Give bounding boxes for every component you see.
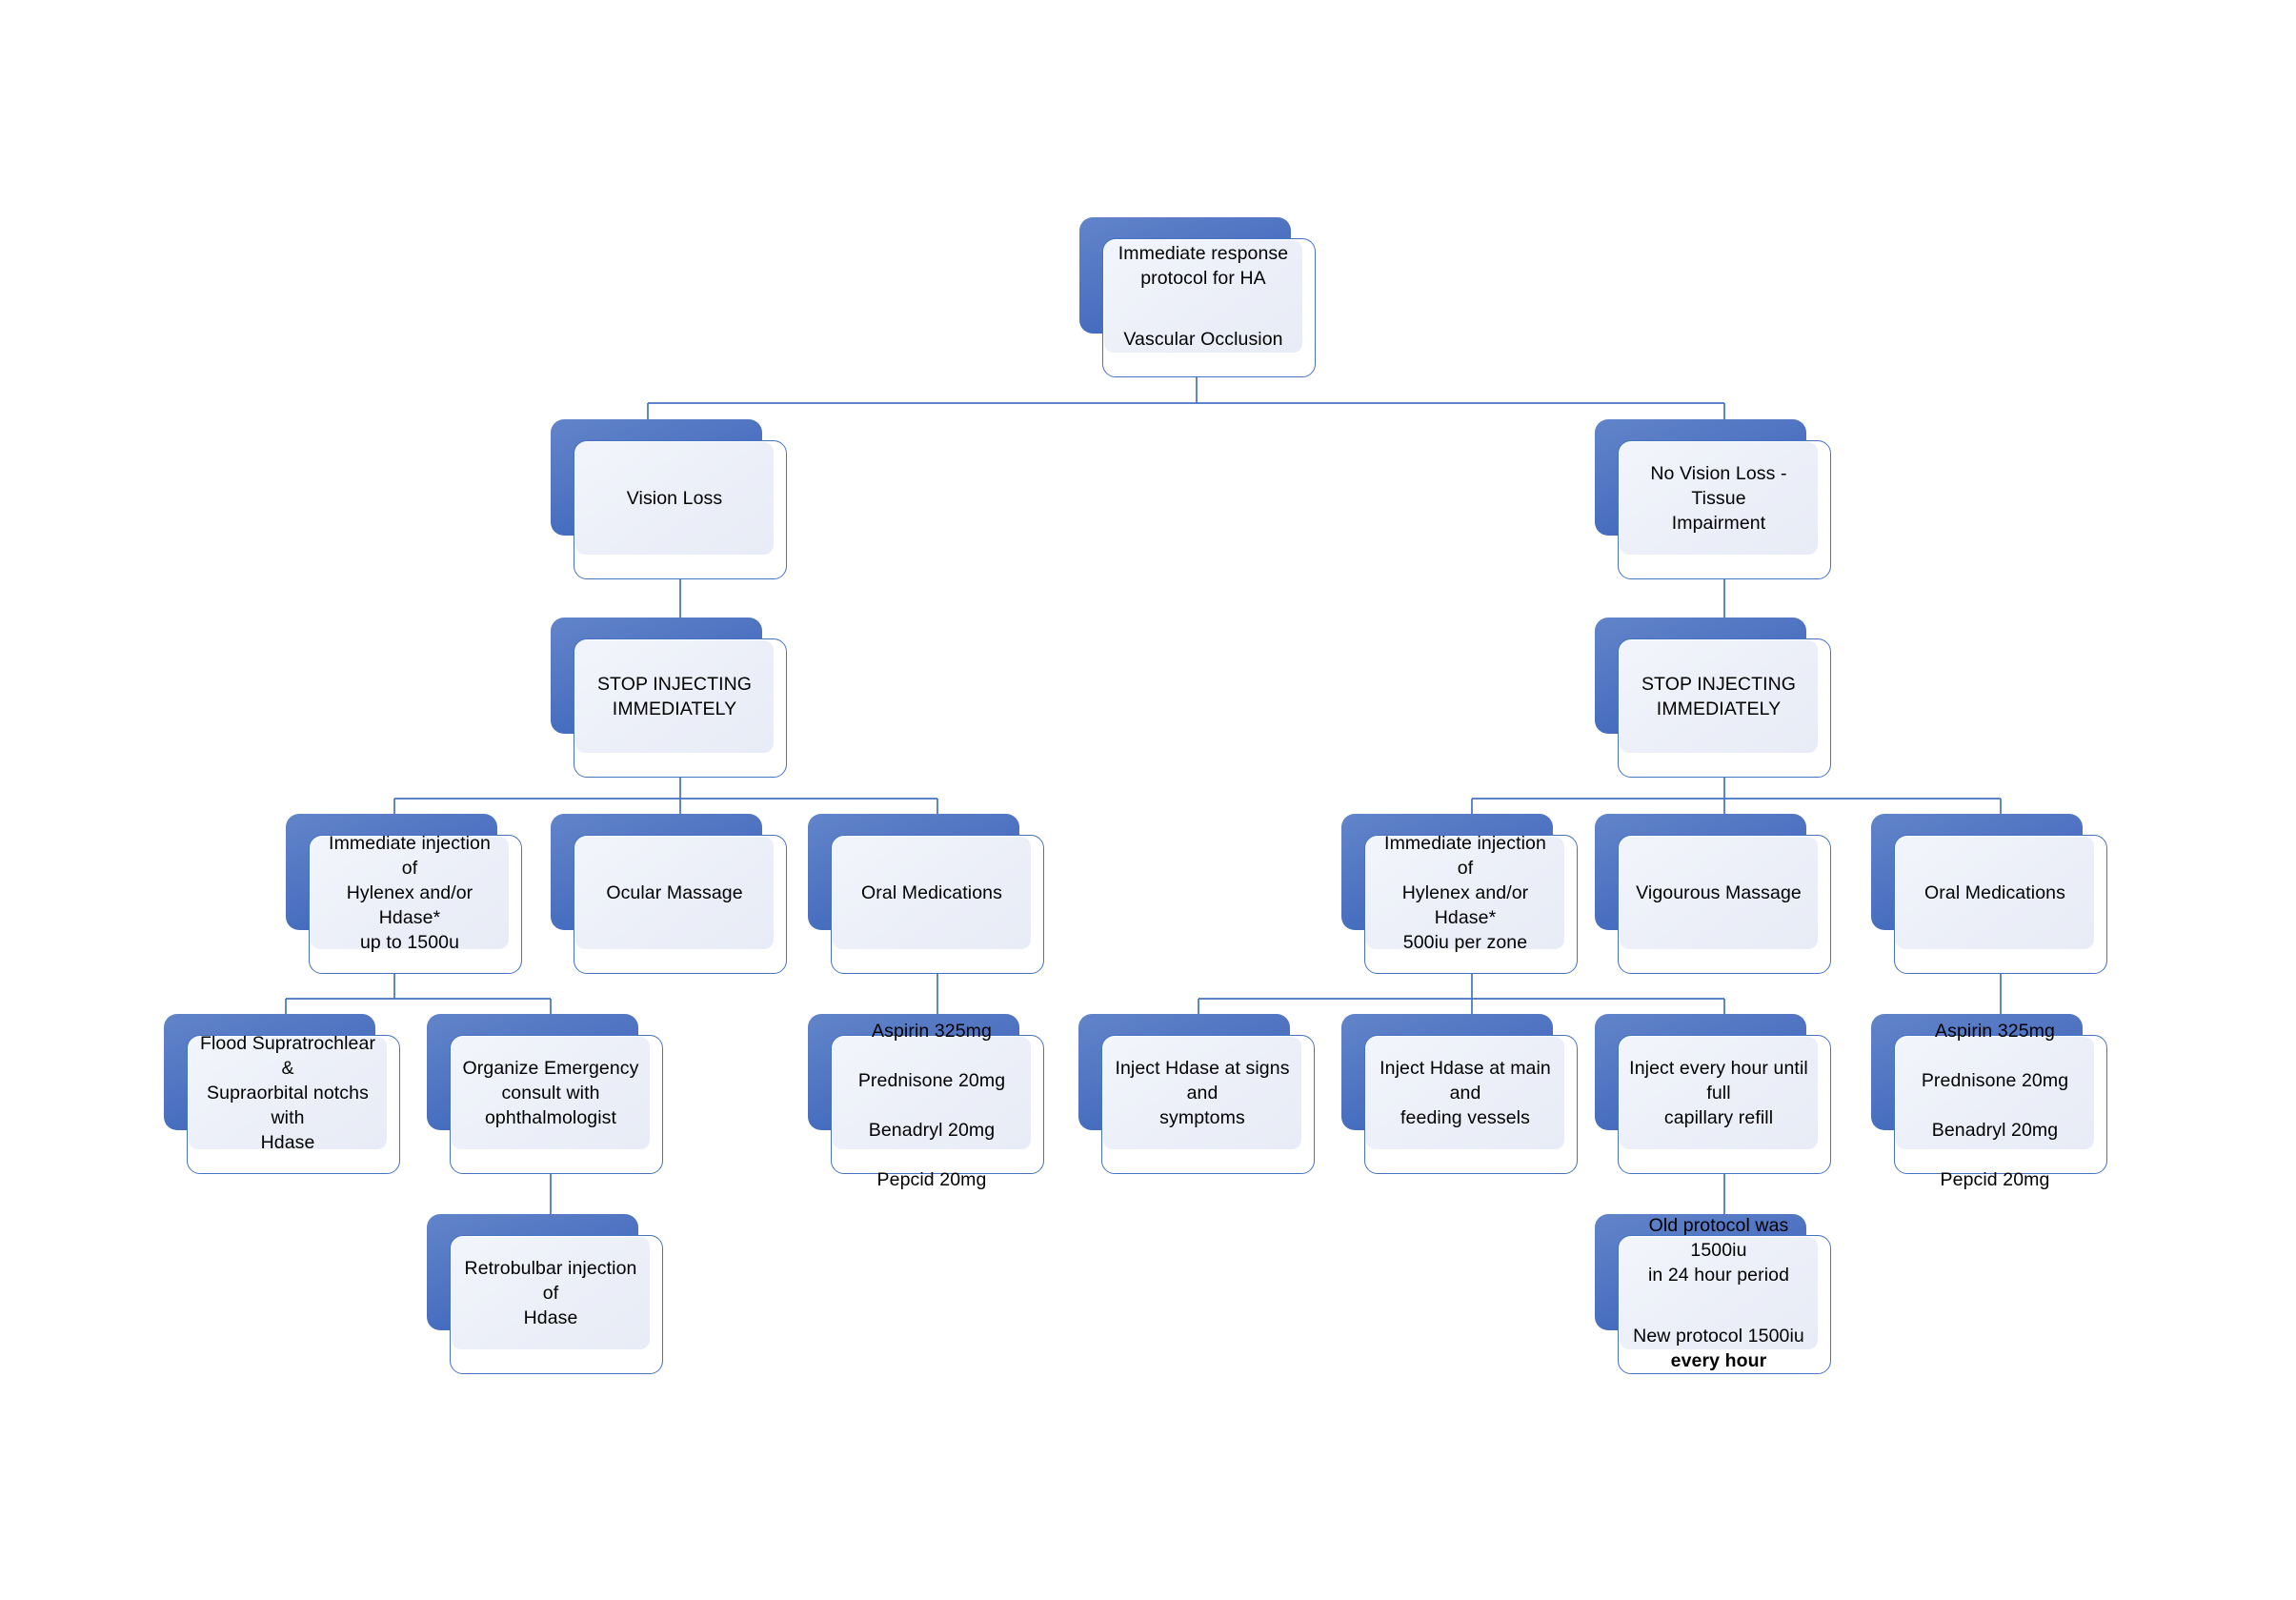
med-line-3: Benadryl 20mg: [1931, 1120, 2059, 1142]
node-card: Oral Medications: [1896, 837, 2094, 949]
node-label: Old protocol was 1500iu in 24 hour period…: [1629, 1188, 1808, 1398]
node-card: Immediate response protocol for HA Vascul…: [1104, 240, 1302, 353]
note-line4-emphasis: every hour: [1670, 1349, 1767, 1371]
node-card: Aspirin 325mg Prednisone 20mg Benadryl 2…: [1896, 1021, 2094, 1190]
node-card: STOP INJECTING IMMEDIATELY: [1620, 640, 1818, 753]
node-card: Immediate injection of Hylenex and/or Hd…: [311, 833, 509, 953]
root-line2: protocol for HA: [1140, 268, 1266, 290]
node-card: Inject every hour until full capillary r…: [1620, 1037, 1818, 1149]
node-stop-injecting-left[interactable]: STOP INJECTING IMMEDIATELY: [551, 618, 787, 778]
med-line-4: Pepcid 20mg: [876, 1169, 987, 1191]
node-inject-main-feeding-vessels[interactable]: Inject Hdase at main and feeding vessels: [1341, 1014, 1580, 1174]
node-card: Oral Medications: [833, 837, 1031, 949]
node-vision-loss[interactable]: Vision Loss: [551, 419, 787, 579]
med-line-2: Prednisone 20mg: [1921, 1069, 2069, 1091]
med-line-4: Pepcid 20mg: [1940, 1169, 2050, 1191]
node-card: Inject Hdase at signs and symptoms: [1103, 1037, 1301, 1149]
node-immediate-injection-left[interactable]: Immediate injection of Hylenex and/or Hd…: [286, 814, 524, 974]
node-label: No Vision Loss - Tissue Impairment: [1650, 462, 1787, 535]
node-ocular-massage[interactable]: Ocular Massage: [551, 814, 789, 974]
med-line-2: Prednisone 20mg: [857, 1069, 1006, 1091]
root-line1: Immediate response: [1118, 243, 1289, 265]
node-label: Organize Emergency consult with ophthalm…: [462, 1057, 639, 1129]
node-label: Oral Medications: [861, 881, 1002, 903]
note-line3: New protocol 1500iu: [1633, 1325, 1804, 1347]
node-label: Inject Hdase at signs and symptoms: [1115, 1057, 1290, 1129]
node-oral-meds-list-left[interactable]: Aspirin 325mg Prednisone 20mg Benadryl 2…: [808, 1014, 1046, 1190]
node-label: STOP INJECTING IMMEDIATELY: [596, 673, 753, 719]
node-label: Vigourous Massage: [1636, 881, 1802, 903]
node-oral-medications-right[interactable]: Oral Medications: [1871, 814, 2109, 974]
node-card: Flood Supratrochlear & Supraorbital notc…: [189, 1033, 387, 1153]
node-card: No Vision Loss - Tissue Impairment: [1620, 442, 1818, 555]
node-card: Organize Emergency consult with ophthalm…: [452, 1037, 650, 1149]
node-label: STOP INJECTING IMMEDIATELY: [1641, 673, 1797, 719]
note-line1: Old protocol was 1500iu: [1648, 1215, 1789, 1262]
node-card: Vigourous Massage: [1620, 837, 1818, 949]
node-label: Flood Supratrochlear & Supraorbital notc…: [199, 1032, 376, 1154]
node-label: Aspirin 325mg Prednisone 20mg Benadryl 2…: [1922, 994, 2068, 1193]
node-card: Vision Loss: [575, 442, 774, 555]
node-label: Inject every hour until full capillary r…: [1629, 1057, 1808, 1129]
node-card: Aspirin 325mg Prednisone 20mg Benadryl 2…: [833, 1021, 1031, 1190]
node-label: Ocular Massage: [606, 881, 743, 903]
root-line3: Vascular Occlusion: [1123, 328, 1283, 350]
node-inject-every-hour[interactable]: Inject every hour until full capillary r…: [1595, 1014, 1833, 1174]
node-vigourous-massage[interactable]: Vigourous Massage: [1595, 814, 1833, 974]
node-label: Immediate response protocol for HA Vascul…: [1118, 216, 1288, 376]
node-card: STOP INJECTING IMMEDIATELY: [575, 640, 774, 753]
node-inject-signs-symptoms[interactable]: Inject Hdase at signs and symptoms: [1078, 1014, 1317, 1174]
node-card: Old protocol was 1500iu in 24 hour period…: [1620, 1215, 1818, 1371]
node-card: Immediate injection of Hylenex and/or Hd…: [1366, 833, 1564, 953]
node-root[interactable]: Immediate response protocol for HA Vascul…: [1079, 217, 1316, 377]
node-label: Inject Hdase at main and feeding vessels: [1380, 1057, 1551, 1129]
note-line2: in 24 hour period: [1647, 1265, 1790, 1286]
node-flood-notches[interactable]: Flood Supratrochlear & Supraorbital notc…: [164, 1014, 402, 1174]
node-oral-meds-list-right[interactable]: Aspirin 325mg Prednisone 20mg Benadryl 2…: [1871, 1014, 2109, 1190]
med-line-1: Aspirin 325mg: [1935, 1020, 2055, 1042]
node-label: Retrobulbar injection of Hdase: [464, 1257, 637, 1329]
node-no-vision-loss[interactable]: No Vision Loss - Tissue Impairment: [1595, 419, 1831, 579]
med-line-1: Aspirin 325mg: [872, 1020, 992, 1042]
node-label: Aspirin 325mg Prednisone 20mg Benadryl 2…: [858, 994, 1005, 1193]
node-immediate-injection-right[interactable]: Immediate injection of Hylenex and/or Hd…: [1341, 814, 1580, 974]
node-card: Ocular Massage: [575, 837, 774, 949]
node-label: Immediate injection of Hylenex and/or Hd…: [1384, 832, 1546, 954]
node-stop-injecting-right[interactable]: STOP INJECTING IMMEDIATELY: [1595, 618, 1831, 778]
node-card: Retrobulbar injection of Hdase: [452, 1237, 650, 1349]
node-organize-consult[interactable]: Organize Emergency consult with ophthalm…: [427, 1014, 665, 1174]
node-card: Inject Hdase at main and feeding vessels: [1366, 1037, 1564, 1149]
node-protocol-note[interactable]: Old protocol was 1500iu in 24 hour period…: [1595, 1214, 1833, 1374]
node-oral-medications-left[interactable]: Oral Medications: [808, 814, 1046, 974]
med-line-3: Benadryl 20mg: [868, 1120, 996, 1142]
node-label: Vision Loss: [626, 487, 723, 509]
node-label: Oral Medications: [1924, 881, 2065, 903]
node-retrobulbar-injection[interactable]: Retrobulbar injection of Hdase: [427, 1214, 665, 1374]
node-label: Immediate injection of Hylenex and/or Hd…: [329, 832, 491, 954]
